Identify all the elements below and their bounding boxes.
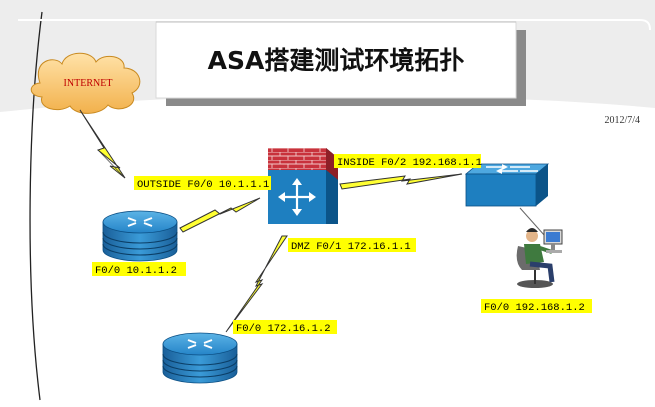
link-internet-router — [79, 109, 126, 179]
label-dmz-interface: DMZ F0/1 172.16.1.1 — [288, 238, 416, 253]
label-router-outside-interface: F0/0 10.1.1.2 — [92, 262, 186, 277]
page-title: ASA搭建测试环境拓扑 — [208, 46, 465, 75]
link-firewall-switch — [339, 173, 463, 190]
label-outside-interface: OUTSIDE F0/0 10.1.1.1 — [134, 176, 271, 191]
router-outside-icon — [102, 210, 178, 262]
internet-label: INTERNET — [64, 78, 113, 89]
link-firewall-dmz-router — [225, 235, 288, 333]
label-router-dmz-interface: F0/0 172.16.1.2 — [233, 320, 337, 335]
switch-icon — [464, 163, 550, 207]
label-pc-interface: F0/0 192.168.1.2 — [481, 299, 592, 314]
internet-cloud: INTERNET — [30, 52, 141, 114]
label-inside-interface: INSIDE F0/2 192.168.1.1 — [334, 154, 482, 169]
svg-text:INSIDE F0/2 192.168.1.1: INSIDE F0/2 192.168.1.1 — [337, 157, 482, 169]
date-label: 2012/7/4 — [604, 115, 640, 126]
user-workstation-icon — [516, 228, 563, 288]
svg-text:F0/0 10.1.1.2: F0/0 10.1.1.2 — [95, 265, 177, 277]
link-router-firewall — [179, 197, 261, 233]
svg-text:F0/0 172.16.1.2: F0/0 172.16.1.2 — [236, 323, 331, 335]
svg-text:DMZ F0/1 172.16.1.1: DMZ F0/1 172.16.1.1 — [291, 241, 411, 253]
asa-firewall-icon — [268, 148, 338, 224]
title-box: ASA搭建测试环境拓扑 — [155, 21, 526, 106]
link-switch-pc — [519, 207, 546, 237]
svg-text:F0/0 192.168.1.2: F0/0 192.168.1.2 — [484, 302, 585, 314]
router-dmz-icon — [162, 332, 238, 384]
svg-text:OUTSIDE F0/0 10.1.1.1: OUTSIDE F0/0 10.1.1.1 — [137, 179, 269, 191]
